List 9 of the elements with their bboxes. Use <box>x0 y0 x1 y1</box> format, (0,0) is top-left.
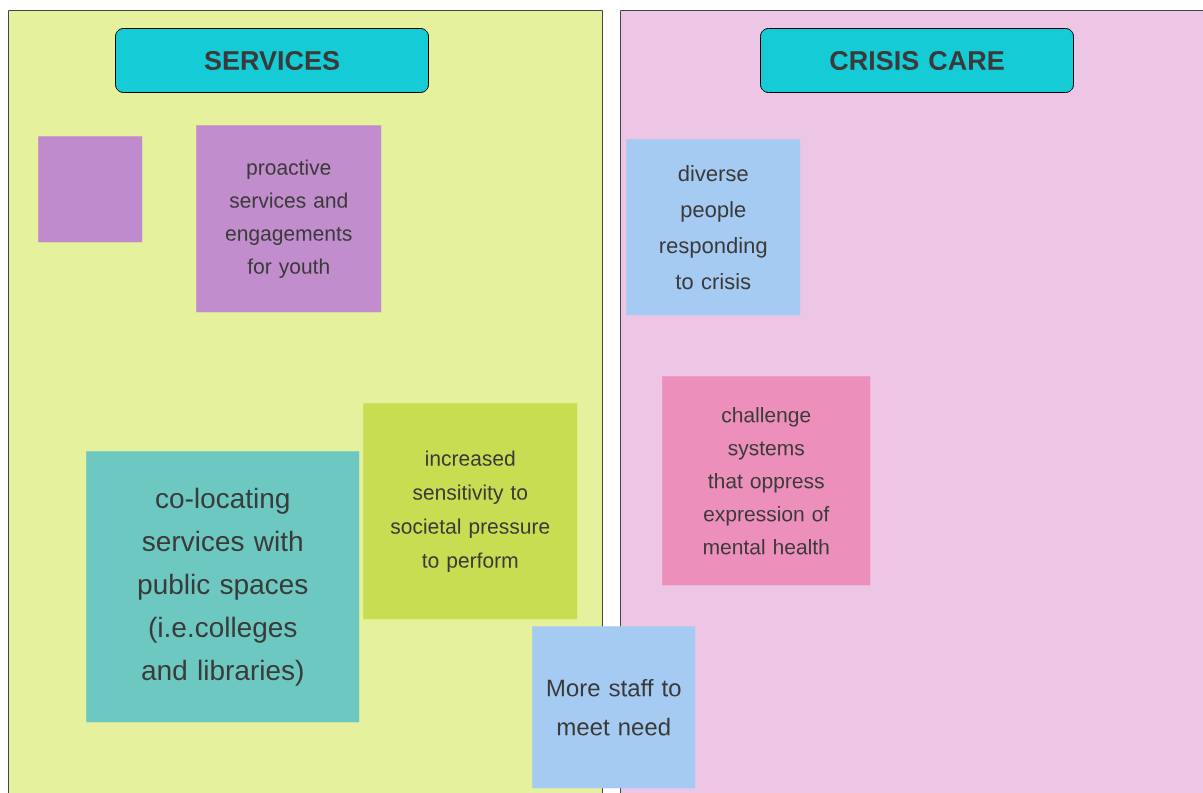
sticky-note <box>38 136 143 243</box>
header-banner: CRISIS CARE <box>760 28 1074 93</box>
sticky-note: proactive services and engagements for youth <box>196 125 382 313</box>
sticky-note: challenge systems that oppress expression of mental health <box>662 376 871 586</box>
sticky-note: increased sensitivity to societal pressure to perform <box>363 403 578 620</box>
sticky-note: diverse people responding to crisis <box>626 139 801 316</box>
header-banner: SERVICES <box>115 28 429 93</box>
sticky-note: co-locating services with public spaces (i.e.colleges and libraries) <box>86 451 360 723</box>
sticky-note: More staff to meet need <box>532 626 696 789</box>
